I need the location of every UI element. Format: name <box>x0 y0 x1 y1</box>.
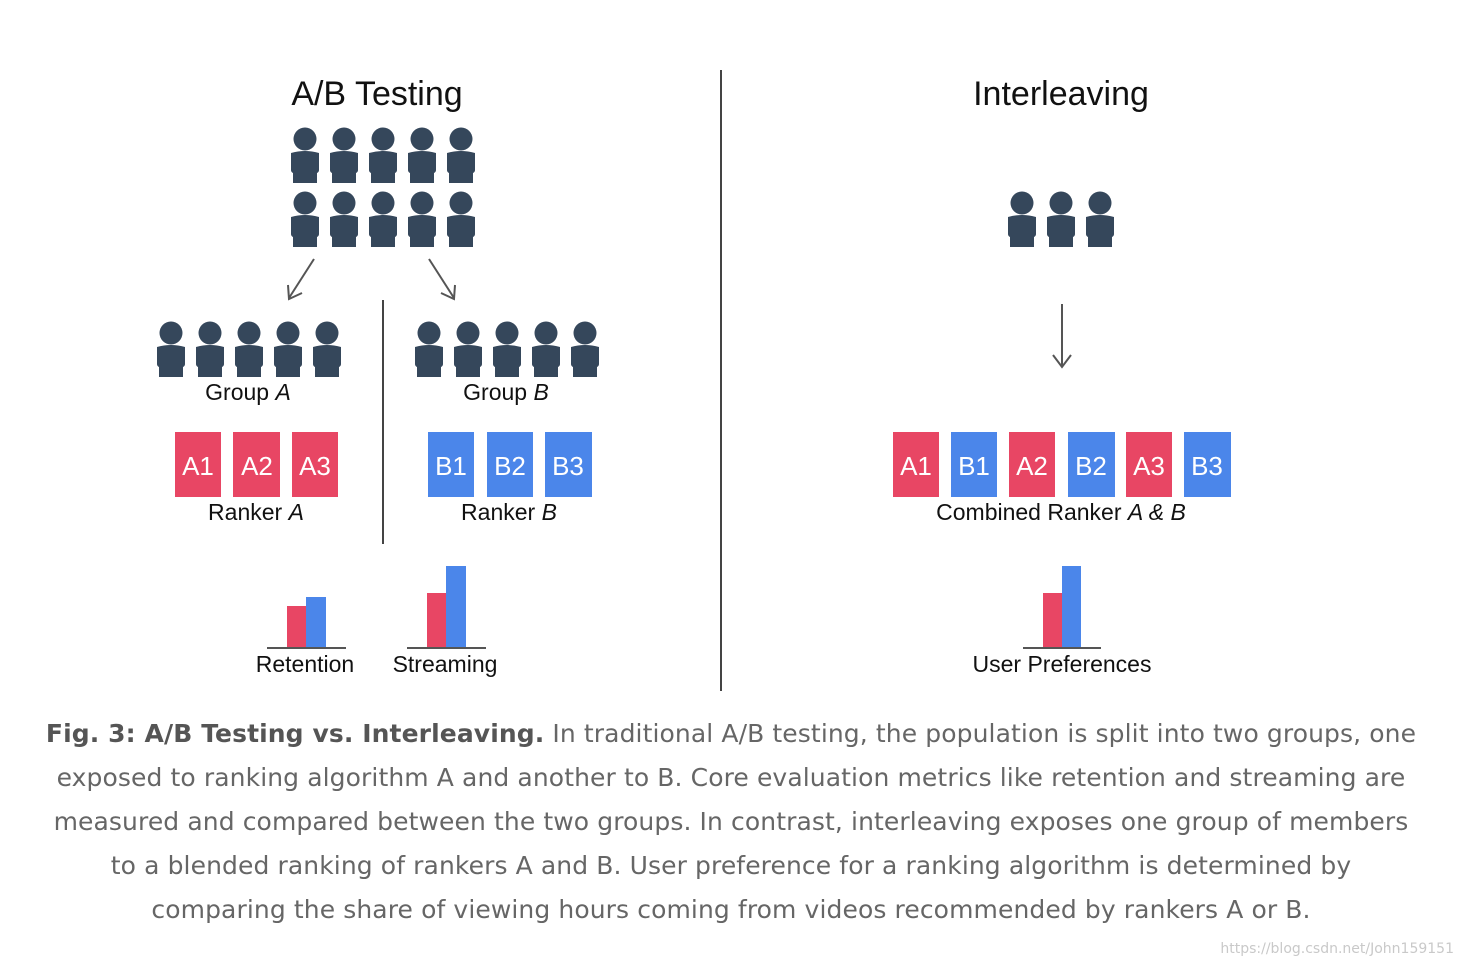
ranker-a-boxes: A1 A2 A3 <box>175 432 338 497</box>
population-people <box>291 127 475 247</box>
retention-bar-a <box>287 606 306 648</box>
ranker-a-label: Ranker A <box>208 499 304 525</box>
ab-vs-interleaving-diagram: A/B Testing Interleaving Group A Group B… <box>157 70 1231 691</box>
ranker-b-label: Ranker B <box>461 499 557 525</box>
combined-item-2: B1 <box>958 451 990 481</box>
user-preferences-label: User Preferences <box>973 651 1152 677</box>
combined-item-1: A1 <box>900 451 932 481</box>
split-arrows <box>287 258 456 301</box>
combined-item-4: B2 <box>1075 451 1107 481</box>
ranker-a-box-1 <box>175 432 221 497</box>
combined-box-1 <box>893 432 939 497</box>
retention-bar-b <box>306 597 326 648</box>
ranker-a-box-2 <box>233 432 280 497</box>
group-a-label: Group A <box>205 379 291 405</box>
ranker-b-item-1: B1 <box>435 451 467 481</box>
combined-box-2 <box>951 432 997 497</box>
ranker-a-item-2: A2 <box>241 451 273 481</box>
retention-label: Retention <box>256 651 354 677</box>
ranker-b-box-1 <box>428 432 474 497</box>
preferences-bar-a <box>1043 593 1062 648</box>
user-preferences-bars <box>1023 566 1101 649</box>
combined-ranker-label: Combined Ranker A & B <box>936 499 1186 525</box>
retention-bars <box>267 597 346 649</box>
ab-testing-title: A/B Testing <box>291 75 462 113</box>
watermark: https://blog.csdn.net/John159151 <box>1220 941 1454 957</box>
ranker-a-item-3: A3 <box>299 451 331 481</box>
streaming-label: Streaming <box>393 651 498 677</box>
interleaving-people <box>1008 191 1114 247</box>
group-b-label: Group B <box>463 379 549 405</box>
combined-item-5: A3 <box>1133 451 1165 481</box>
streaming-bar-a <box>427 593 446 648</box>
ranker-b-box-2 <box>487 432 533 497</box>
combined-item-3: A2 <box>1016 451 1048 481</box>
group-b-people <box>415 321 599 377</box>
combined-ranker-boxes: A1 B1 A2 B2 A3 B3 <box>893 432 1231 497</box>
ranker-a-box-3 <box>292 432 338 497</box>
ranker-a-item-1: A1 <box>182 451 214 481</box>
figure-caption: Fig. 3: A/B Testing vs. Interleaving. In… <box>40 712 1422 932</box>
ranker-b-item-2: B2 <box>494 451 526 481</box>
ranker-b-box-3 <box>545 432 592 497</box>
combined-box-6 <box>1184 432 1231 497</box>
caption-text: In traditional A/B testing, the populati… <box>53 719 1417 924</box>
combined-box-3 <box>1009 432 1055 497</box>
combined-box-5 <box>1126 432 1172 497</box>
down-arrow <box>1052 304 1072 369</box>
interleaving-title: Interleaving <box>973 75 1149 113</box>
combined-item-6: B3 <box>1191 451 1223 481</box>
ranker-b-boxes: B1 B2 B3 <box>428 432 592 497</box>
combined-box-4 <box>1068 432 1115 497</box>
caption-bold: Fig. 3: A/B Testing vs. Interleaving. <box>45 719 545 748</box>
streaming-bar-b <box>446 566 466 648</box>
preferences-bar-b <box>1062 566 1081 648</box>
group-a-people <box>157 321 341 377</box>
streaming-bars <box>407 566 486 649</box>
ranker-b-item-3: B3 <box>552 451 584 481</box>
